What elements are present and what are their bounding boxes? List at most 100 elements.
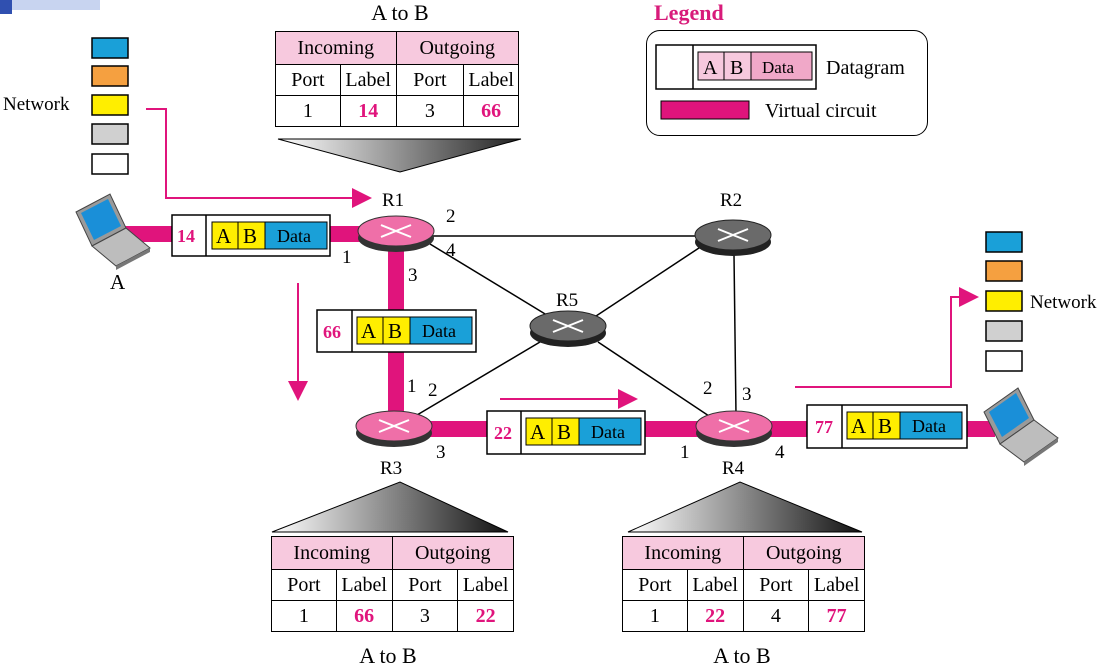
table-r4-col-label-in: Label [686, 569, 744, 601]
table-r3-incoming-header: Incoming [271, 536, 393, 570]
table-r4-out-label: 77 [808, 600, 865, 632]
legend-title: Legend [654, 0, 724, 25]
port-r1-4: 4 [446, 240, 456, 261]
router-r3 [355, 410, 433, 447]
laptop-a-icon [75, 193, 151, 270]
laptop-b-icon [983, 387, 1059, 466]
corner-decoration [0, 0, 100, 10]
network-stack-left [91, 37, 129, 175]
table-r4-out-port: 4 [742, 600, 810, 632]
table-r1-in-port: 1 [275, 95, 341, 127]
packet-1-a: A [216, 224, 232, 248]
port-labels: 2 4 1 3 1 2 3 1 2 3 4 [342, 206, 785, 463]
table-r3: Incoming Outgoing Port Label Port Label … [271, 536, 514, 632]
link-r2-r5 [589, 243, 706, 321]
legend-sample-a: A [703, 57, 718, 79]
corner-decoration-block [0, 0, 12, 14]
router-label-r5: R5 [556, 290, 578, 311]
packet-2-data: Data [422, 321, 456, 341]
port-r4-3: 3 [742, 384, 752, 405]
physical-links [411, 235, 737, 419]
host-label-a: A [110, 270, 126, 294]
table-r4-in-port: 1 [622, 600, 688, 632]
network-label-right: Network [1030, 292, 1097, 313]
router-label-r1: R1 [382, 190, 404, 211]
table-r1-col-label-in: Label [339, 64, 397, 96]
packet-3-b: B [557, 420, 571, 444]
packet-1-b: B [243, 224, 257, 248]
legend-sample-b: B [730, 57, 743, 79]
packet-3-a: A [530, 420, 546, 444]
table-r1-title: A to B [371, 0, 429, 25]
network-label-left: Network [3, 94, 70, 115]
packet-2: 66 A B Data [316, 309, 477, 353]
table-pointer-r4 [627, 481, 863, 533]
table-r3-col-port-out: Port [391, 569, 459, 601]
table-pointer-r3 [271, 481, 509, 533]
packet-1-label: 14 [177, 226, 195, 246]
packet-4-a: A [851, 414, 867, 438]
packet-1-data: Data [277, 226, 311, 246]
router-r1 [357, 215, 435, 252]
table-r1: Incoming Outgoing Port Label Port Label … [275, 31, 520, 127]
link-r1-r5 [429, 243, 556, 321]
table-r1-in-label: 14 [339, 95, 397, 127]
table-r1-incoming-header: Incoming [275, 31, 397, 65]
port-r4-1: 1 [680, 442, 690, 463]
legend-vc-label: Virtual circuit [765, 100, 877, 122]
router-r4 [695, 410, 773, 447]
router-r5 [529, 310, 607, 347]
packet-4: 77 A B Data [806, 404, 968, 449]
arrow-r4-to-network [795, 287, 979, 388]
port-r4-2: 2 [703, 378, 713, 399]
table-r4: Incoming Outgoing Port Label Port Label … [622, 536, 865, 632]
router-label-r3: R3 [380, 458, 402, 479]
port-r4-4: 4 [775, 442, 785, 463]
table-r1-out-port: 3 [395, 95, 465, 127]
packet-3-data: Data [591, 422, 625, 442]
router-r2 [694, 219, 772, 256]
table-r3-out-label: 22 [457, 600, 514, 632]
port-r1-3: 3 [408, 265, 418, 286]
flow-arrows [146, 108, 979, 409]
network-stack-right [985, 231, 1023, 372]
table-r3-outgoing-header: Outgoing [391, 536, 514, 570]
packet-3-label: 22 [494, 423, 512, 443]
packet-2-a: A [361, 319, 377, 343]
legend-datagram-sample: A B Data [655, 44, 817, 90]
arrow-network-to-r1 [146, 108, 372, 208]
table-r1-col-port-out: Port [395, 64, 465, 96]
table-r4-col-label-out: Label [808, 569, 865, 601]
table-r4-outgoing-header: Outgoing [742, 536, 865, 570]
legend-datagram-label: Datagram [826, 57, 905, 79]
packet-2-label: 66 [323, 322, 341, 342]
table-r3-out-port: 3 [391, 600, 459, 632]
packet-2-b: B [388, 319, 402, 343]
table-r4-in-label: 22 [686, 600, 744, 632]
link-r5-r3 [411, 341, 541, 419]
link-r5-r4 [597, 341, 713, 419]
table-r1-outgoing-header: Outgoing [395, 31, 520, 65]
table-r3-col-label-out: Label [457, 569, 514, 601]
port-r3-1: 1 [407, 376, 417, 397]
legend-vc-swatch [660, 100, 750, 120]
table-r3-in-label: 66 [335, 600, 393, 632]
packet-4-label: 77 [815, 417, 833, 437]
table-r3-title: A to B [359, 643, 417, 668]
port-r1-2: 2 [446, 206, 456, 227]
table-r4-col-port-in: Port [622, 569, 688, 601]
router-label-r4: R4 [722, 458, 745, 479]
table-r4-col-port-out: Port [742, 569, 810, 601]
packet-3: 22 A B Data [486, 410, 646, 455]
table-r3-col-label-in: Label [335, 569, 393, 601]
table-r1-col-port-in: Port [275, 64, 341, 96]
packet-1: 14 A B Data [171, 214, 331, 257]
router-label-r2: R2 [720, 190, 742, 211]
table-r3-col-port-in: Port [271, 569, 337, 601]
table-pointer-r1 [277, 138, 522, 173]
table-r1-out-label: 66 [463, 95, 519, 127]
router-labels: R1 R2 R5 R3 R4 [380, 190, 745, 479]
port-r1-1: 1 [342, 247, 352, 268]
